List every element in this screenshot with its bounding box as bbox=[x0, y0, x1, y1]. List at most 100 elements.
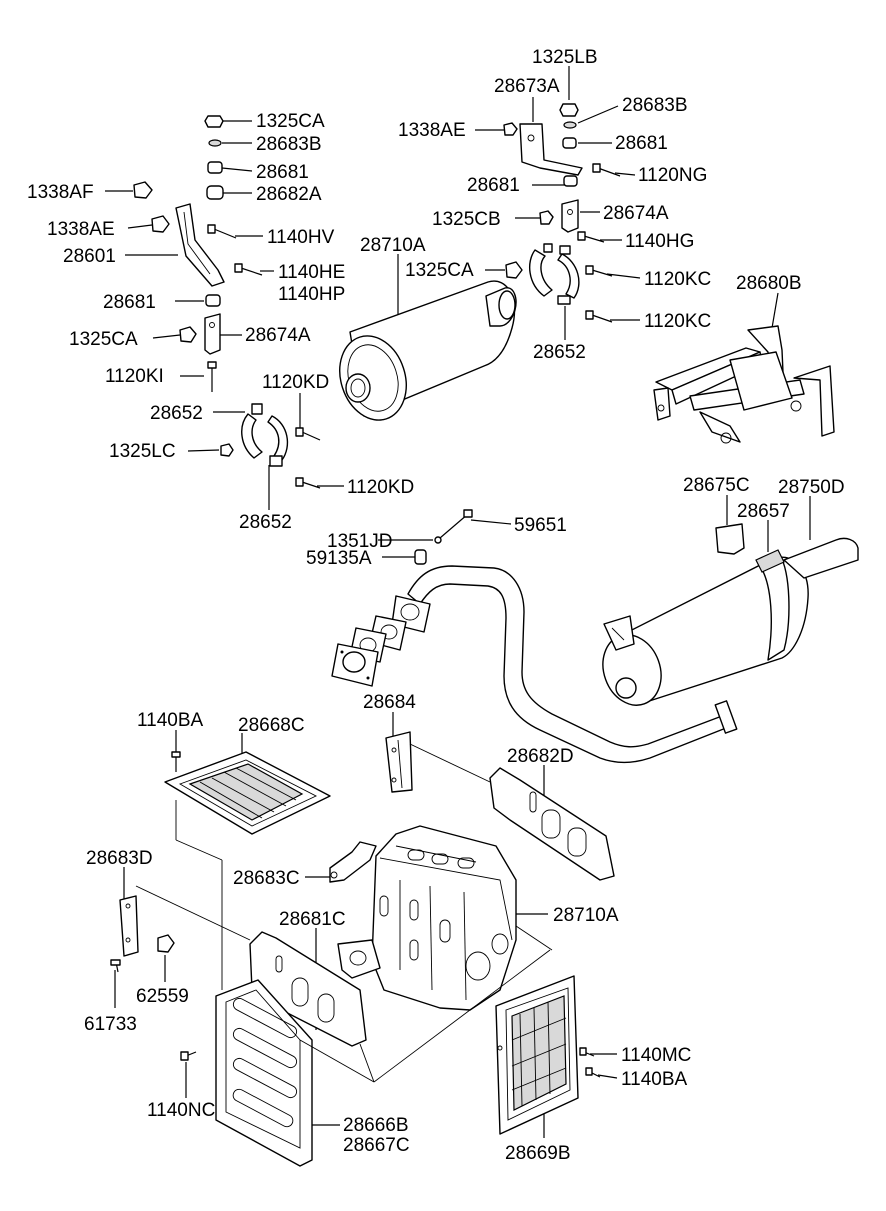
label-28666b: 28666B bbox=[343, 1115, 409, 1136]
label-59651: 59651 bbox=[514, 515, 567, 536]
muffler-28750d-rear bbox=[602, 537, 859, 706]
label-28710a-lower: 28710A bbox=[553, 905, 619, 926]
grille-28669b bbox=[495, 975, 579, 1135]
hanger-28675c bbox=[715, 523, 745, 555]
label-1140ba-top: 1140BA bbox=[137, 710, 204, 731]
screw-1140ba-bottom bbox=[585, 1067, 601, 1078]
label-28652-right: 28652 bbox=[533, 342, 586, 363]
label-1351jd: 1351JD bbox=[327, 531, 393, 552]
bolt-1120ng bbox=[592, 163, 621, 177]
heat-shield-28682d bbox=[489, 767, 615, 881]
label-28684: 28684 bbox=[363, 692, 416, 713]
leader-lines bbox=[105, 66, 811, 1138]
bolt-1120kc-lower bbox=[585, 310, 613, 323]
label-1325lb: 1325LB bbox=[532, 47, 598, 68]
screw-1140mc bbox=[579, 1047, 595, 1057]
bracket-28683d bbox=[119, 895, 139, 957]
nut-1338ae-left bbox=[151, 215, 170, 233]
guard-28666b bbox=[215, 979, 313, 1167]
label-28683d: 28683D bbox=[86, 848, 153, 869]
guide-line-lower-2 bbox=[373, 949, 551, 1083]
bushing-28681-right-bottom bbox=[563, 175, 578, 187]
label-28601: 28601 bbox=[63, 246, 116, 267]
label-28682d: 28682D bbox=[507, 746, 574, 767]
guide-line-grille-left-2 bbox=[175, 839, 223, 861]
grille-28668c bbox=[164, 751, 331, 835]
nut-1325lb bbox=[559, 103, 579, 117]
label-1140hg: 1140HG bbox=[625, 231, 694, 252]
guide-line-lower-3 bbox=[515, 925, 553, 951]
label-1140ba-bottom: 1140BA bbox=[621, 1069, 688, 1090]
label-1120ki: 1120KI bbox=[105, 366, 164, 387]
label-1140nc: 1140NC bbox=[147, 1100, 215, 1121]
guide-line-28683d bbox=[135, 885, 251, 941]
label-28683c: 28683C bbox=[233, 868, 300, 889]
label-28674a-left: 28674A bbox=[245, 325, 311, 346]
label-1140mc: 1140MC bbox=[621, 1045, 691, 1066]
guide-line-28684 bbox=[409, 743, 491, 783]
clamp-28652-left bbox=[241, 403, 289, 467]
label-1325ca-top: 1325CA bbox=[256, 111, 325, 132]
label-1120kc-upper: 1120KC bbox=[644, 269, 711, 290]
part-labels: 1325LB 28673A 28683B 1338AE 28681 1120NG… bbox=[27, 47, 845, 1164]
label-28681c: 28681C bbox=[279, 909, 346, 930]
nut-1325ca-left bbox=[179, 326, 197, 343]
screw-1140ba-top bbox=[171, 751, 181, 772]
bolt-1120kd-lower bbox=[295, 477, 321, 489]
nut-1325ca-top bbox=[204, 115, 224, 128]
bolt-1120kc-upper bbox=[585, 265, 613, 277]
label-28710a-top: 28710A bbox=[360, 235, 426, 256]
frame-bracket-28680b bbox=[653, 325, 835, 444]
label-1120ng: 1120NG bbox=[638, 165, 707, 186]
label-28683b-right: 28683B bbox=[622, 95, 688, 116]
label-28673a: 28673A bbox=[494, 76, 560, 97]
label-28681-left-bottom: 28681 bbox=[103, 292, 156, 313]
label-1338af: 1338AF bbox=[27, 182, 94, 203]
heat-shield-28710a-lower bbox=[337, 825, 517, 1011]
label-1325ca-left: 1325CA bbox=[69, 329, 138, 350]
label-1120kc-lower: 1120KC bbox=[644, 311, 711, 332]
guide-line-lower-4 bbox=[299, 1039, 375, 1083]
clamp-28652-right bbox=[528, 243, 580, 305]
bolt-1120kd-upper bbox=[295, 427, 321, 441]
label-1120kd-upper: 1120KD bbox=[262, 372, 329, 393]
bushing-28682a bbox=[206, 185, 224, 200]
washer-28683b-left bbox=[208, 139, 222, 147]
label-28669b: 28669B bbox=[505, 1143, 571, 1164]
bolt-1140he bbox=[234, 263, 263, 276]
label-28682a: 28682A bbox=[256, 184, 322, 205]
label-28681-left-top: 28681 bbox=[256, 162, 309, 183]
screw-61733 bbox=[110, 959, 121, 973]
label-1338ae-left: 1338AE bbox=[47, 219, 115, 240]
bushing-28681-left-top bbox=[207, 161, 223, 174]
label-1140he: 1140HE bbox=[278, 262, 345, 283]
bolt-59651 bbox=[439, 509, 473, 539]
clip-28674a-right bbox=[561, 199, 579, 233]
hanger-bracket-28673a bbox=[519, 123, 583, 176]
label-28680b: 28680B bbox=[736, 273, 802, 294]
nut-1338ae-right bbox=[503, 122, 518, 136]
nut-1325ca-mid bbox=[505, 261, 523, 279]
nut-1325cb bbox=[539, 210, 554, 225]
nut-62559 bbox=[157, 934, 175, 953]
label-28652-left-upper: 28652 bbox=[150, 403, 203, 424]
label-1140hp: 1140HP bbox=[278, 284, 345, 305]
label-62559: 62559 bbox=[136, 986, 189, 1007]
label-61733: 61733 bbox=[84, 1014, 137, 1035]
label-1120kd-lower: 1120KD bbox=[347, 477, 414, 498]
label-28652-left-lower: 28652 bbox=[239, 512, 292, 533]
label-28750d: 28750D bbox=[778, 477, 845, 498]
label-28683b-left: 28683B bbox=[256, 134, 322, 155]
label-28675c: 28675C bbox=[683, 475, 750, 496]
screw-1140nc bbox=[180, 1051, 197, 1061]
label-28657: 28657 bbox=[737, 501, 790, 522]
bracket-28684 bbox=[385, 731, 413, 793]
label-28681-right-top: 28681 bbox=[615, 133, 668, 154]
bushing-28681-right-top bbox=[562, 137, 577, 149]
label-1140hv: 1140HV bbox=[267, 227, 335, 248]
clip-28674a-left bbox=[204, 313, 221, 355]
muffler-28710a-front bbox=[339, 280, 517, 421]
bolt-1140hg bbox=[577, 231, 605, 243]
